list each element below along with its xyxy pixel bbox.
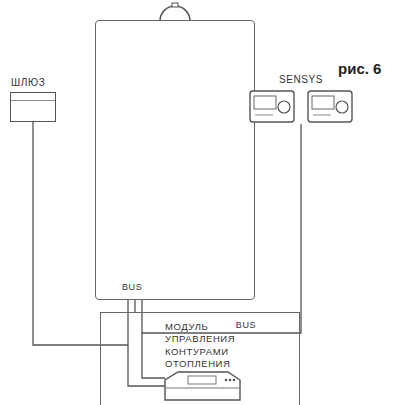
bus-wire [134,300,135,312]
device-heading: SENSYS [249,73,353,86]
bus-wire [128,345,165,386]
module-led [233,379,236,382]
boiler-knob [160,6,190,21]
module-device-panel [188,376,216,384]
boiler-body: BUS [95,20,255,300]
module-led [229,379,232,382]
bus-label: BUS [122,282,142,294]
gateway-box: ШЛЮЗ [10,92,56,122]
module-led [225,379,228,382]
thermostat-knob [336,101,348,113]
module-zone: МОДУЛЬ УПРАВЛЕНИЯ КОНТУРАМИ ОТОПЛЕНИЯ [100,312,300,405]
module-device-line [165,388,240,389]
thermostat-screen [254,96,276,109]
thermostat-knob [278,101,290,113]
figure-number: рис. 6 [338,60,381,77]
bus-label: BUS [234,320,258,330]
thermostat-line [255,115,273,116]
gateway-lid [11,100,55,101]
thermostat-case [308,91,352,122]
thermostat-screen [312,96,334,109]
device-heading: ШЛЮЗ [11,76,45,89]
thermostat-pair: SENSYS [249,90,353,124]
zone-title: МОДУЛЬ УПРАВЛЕНИЯ КОНТУРАМИ ОТОПЛЕНИЯ [165,321,235,370]
thermostat-symbol [307,90,353,124]
thermostat-symbol [249,90,295,124]
module-device [165,372,240,400]
bus-wire [142,333,165,378]
thermostat-line [313,115,331,116]
thermostat-case [250,91,294,122]
boiler-knob-tip [172,3,178,7]
